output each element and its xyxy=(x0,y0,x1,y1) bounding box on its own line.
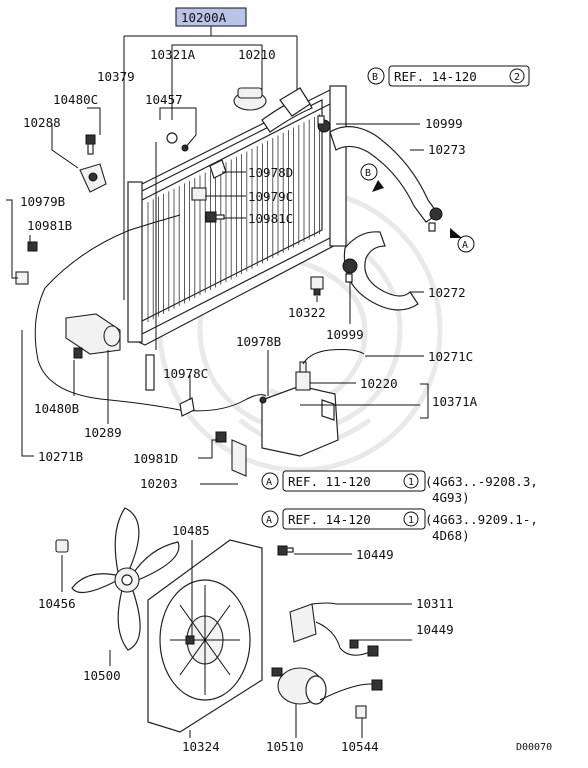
marker-a-arrow: A xyxy=(450,228,475,253)
part-label[interactable]: 10978B xyxy=(236,334,281,349)
hose-clamp-upper xyxy=(317,115,331,133)
part-label[interactable]: 10457 xyxy=(145,92,183,107)
part-label[interactable]: 10981D xyxy=(133,451,178,466)
part-label[interactable]: 10321A xyxy=(150,47,196,62)
ref-top-text: REF. 14-120 xyxy=(394,69,477,84)
ref-mid2-note1: (4G63..9209.1-, xyxy=(425,512,538,527)
part-label[interactable]: 10485 xyxy=(172,523,210,538)
bolt-10449-upper xyxy=(277,545,294,556)
fan-nut xyxy=(55,539,69,553)
part-label[interactable]: 10210 xyxy=(238,47,276,62)
bolt-10485 xyxy=(185,635,195,645)
part-label[interactable]: 10324 xyxy=(182,739,220,754)
reservoir-bracket xyxy=(215,431,247,477)
part-label[interactable]: 10288 xyxy=(23,115,61,130)
part-label[interactable]: 10544 xyxy=(341,739,379,754)
fan-motor xyxy=(271,667,327,705)
ref-mid1-num: 1 xyxy=(408,477,414,488)
assembly-label[interactable]: 10200A xyxy=(175,7,247,27)
clip-10457 xyxy=(166,132,189,152)
reservoir-hose xyxy=(302,349,365,365)
part-label[interactable]: 10500 xyxy=(83,668,121,683)
part-label[interactable]: 10273 xyxy=(428,142,466,157)
bracket-10979b xyxy=(15,241,38,285)
ref-top[interactable]: B REF. 14-120 2 xyxy=(367,65,530,87)
ref-mid1[interactable]: A REF. 11-120 1 (4G63..-9208.3, 4G93) xyxy=(261,470,538,505)
ref-mid2-num: 1 xyxy=(408,515,414,526)
bolt-10981c xyxy=(205,211,225,223)
bolt-10480c xyxy=(85,134,96,155)
overflow-hose-long xyxy=(34,287,267,412)
ref-mid1-note2: 4G93) xyxy=(432,490,470,505)
part-label[interactable]: 10379 xyxy=(97,69,135,84)
reservoir-tank xyxy=(261,361,339,457)
ref-mid2-text: REF. 14-120 xyxy=(288,512,371,527)
fan-blade xyxy=(71,507,180,651)
hose-clamp-lower xyxy=(342,258,358,283)
marker-b-arrow: B xyxy=(360,163,384,192)
bolt-10449-lower xyxy=(349,639,359,649)
marker-a-label: A xyxy=(462,240,468,251)
part-label[interactable]: 10978C xyxy=(163,366,208,381)
part-label[interactable]: 10322 xyxy=(288,305,326,320)
marker-b-label: B xyxy=(365,168,371,179)
part-label[interactable]: 10979C xyxy=(248,189,293,204)
part-label[interactable]: 10220 xyxy=(360,376,398,391)
ref-mid2[interactable]: A REF. 14-120 1 (4G63..9209.1-, 4D68) xyxy=(261,508,538,543)
part-label[interactable]: 10272 xyxy=(428,285,466,300)
fan-resistor xyxy=(289,603,379,657)
ref-mid1-text: REF. 11-120 xyxy=(288,474,371,489)
part-labels: 10321A 10210 10379 10457 10480C 10288 10… xyxy=(20,47,478,754)
part-label[interactable]: 10510 xyxy=(266,739,304,754)
part-label[interactable]: 10480B xyxy=(34,401,79,416)
part-label[interactable]: 10371A xyxy=(432,394,478,409)
assembly-label-text: 10200A xyxy=(181,10,227,25)
part-label[interactable]: 10981C xyxy=(248,211,293,226)
wiring-harness xyxy=(319,679,383,719)
figure-code: D00070 xyxy=(516,742,552,753)
fan-shroud xyxy=(147,539,263,733)
clip-10978b xyxy=(259,396,267,404)
radiator-cap xyxy=(233,87,267,111)
part-label[interactable]: 10271B xyxy=(38,449,83,464)
ref-top-marker: B xyxy=(372,72,378,83)
lower-hose xyxy=(343,231,419,311)
part-label[interactable]: 10979B xyxy=(20,194,65,209)
part-label[interactable]: 10999 xyxy=(326,327,364,342)
hose-clamp-outlet xyxy=(428,207,443,232)
part-label[interactable]: 10449 xyxy=(416,622,454,637)
ref-mid2-marker: A xyxy=(266,515,272,526)
lower-mount xyxy=(65,313,121,359)
clip-10978c xyxy=(179,397,195,417)
ref-mid2-note2: 4D68) xyxy=(432,528,470,543)
bracket-10979c xyxy=(191,187,207,201)
part-label[interactable]: 10271C xyxy=(428,349,473,364)
upper-mount-bracket xyxy=(79,163,107,193)
part-label[interactable]: 10978D xyxy=(248,165,293,180)
ref-mid1-marker: A xyxy=(266,477,272,488)
part-label[interactable]: 10480C xyxy=(53,92,98,107)
leader-lines xyxy=(6,44,429,738)
part-label[interactable]: 10449 xyxy=(356,547,394,562)
drain-plug xyxy=(310,276,324,296)
part-label[interactable]: 10981B xyxy=(27,218,72,233)
part-label[interactable]: 10311 xyxy=(416,596,454,611)
ref-top-num: 2 xyxy=(514,72,520,83)
part-label[interactable]: 10289 xyxy=(84,425,122,440)
part-label[interactable]: 10203 xyxy=(140,476,178,491)
part-label[interactable]: 10999 xyxy=(425,116,463,131)
part-label[interactable]: 10456 xyxy=(38,596,76,611)
ref-mid1-note1: (4G63..-9208.3, xyxy=(425,474,538,489)
